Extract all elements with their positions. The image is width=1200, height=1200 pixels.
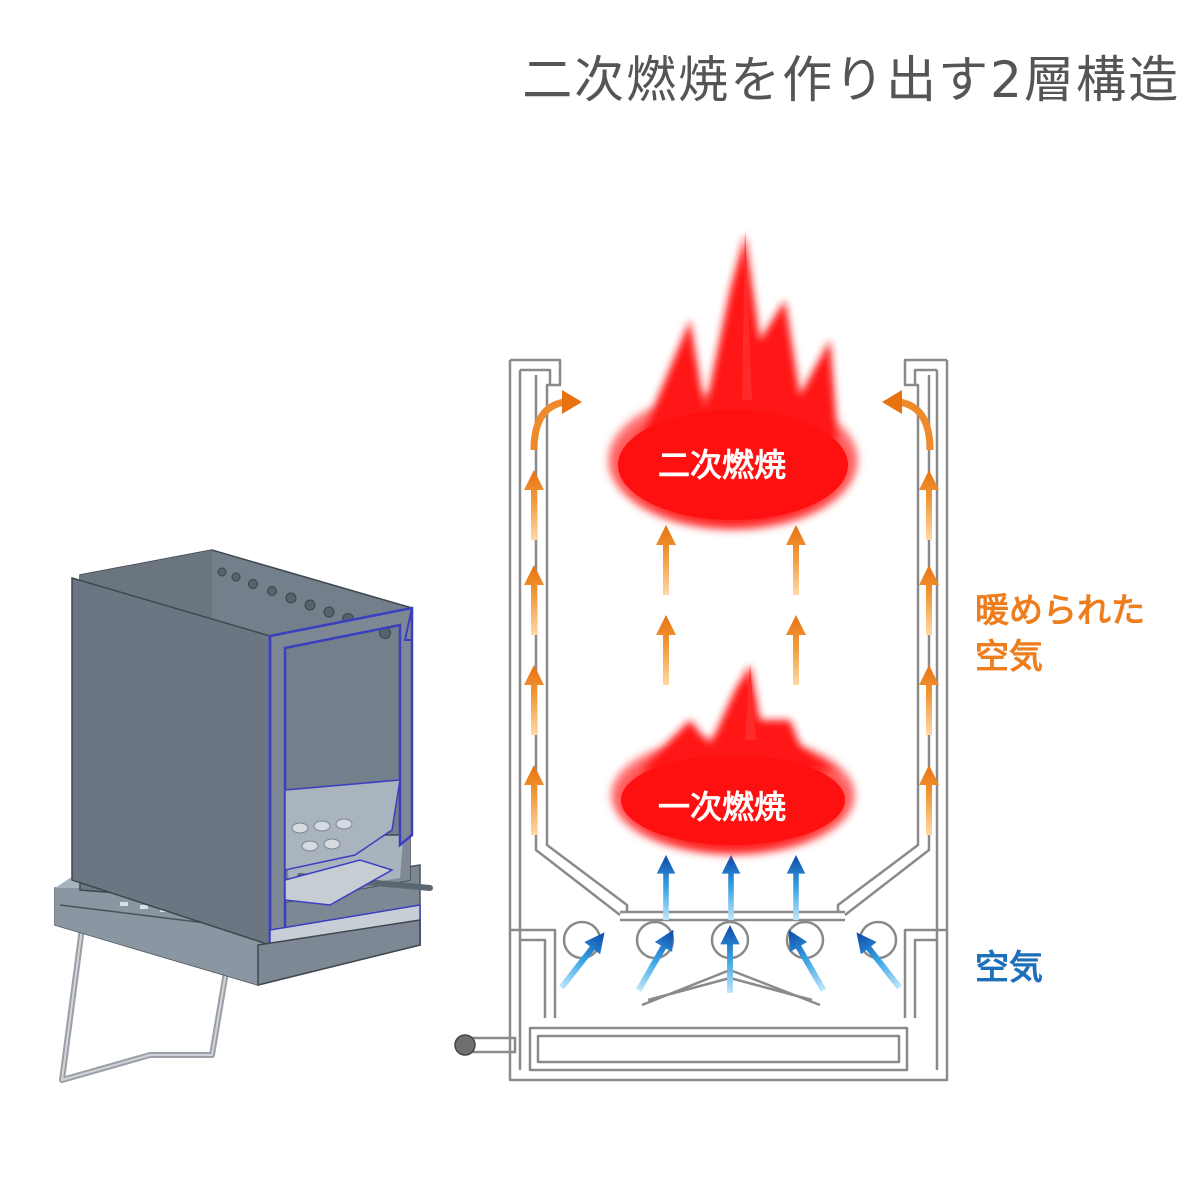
cold-air-arrow-icon: [848, 926, 908, 994]
inner-wall-right: [836, 358, 947, 912]
cold-air-arrows: [656, 855, 806, 993]
page-title: 二次燃焼を作り出す2層構造: [522, 51, 1180, 109]
secondary-combustion-label: 二次燃焼: [658, 446, 787, 484]
primary-combustion-label: 一次燃焼: [658, 788, 787, 826]
warm-air-arrow-icon: [524, 765, 544, 835]
handle: [454, 1034, 517, 1056]
warmed-air-label-line2: 空気: [975, 637, 1043, 677]
cold-air-arrow-icon: [553, 926, 613, 994]
warm-air-arrow-icon: [656, 615, 676, 685]
warmed-air-label: 暖められた 空気: [975, 588, 1145, 680]
cross-section: [508, 358, 949, 1082]
stove-3d-illustration: [54, 549, 433, 1083]
warm-air-arrow-icon: [524, 470, 544, 540]
warmed-air-label-line1: 暖められた: [975, 591, 1145, 631]
warm-air-arrow-icon: [786, 525, 806, 595]
inner-wall-left: [510, 358, 629, 912]
warm-air-arrow-icon: [524, 665, 544, 735]
cold-air-arrow-icon: [786, 855, 806, 920]
warm-air-arrow-icon: [524, 565, 544, 635]
primary-flame-icon: [611, 665, 855, 855]
secondary-flame-icon: [608, 230, 858, 530]
air-label: 空気: [975, 948, 1043, 988]
warm-air-arrow-icon: [786, 615, 806, 685]
outer-wall: [508, 360, 949, 1082]
warm-air-curve-arrows: [530, 390, 934, 451]
cold-air-arrow-icon: [720, 925, 740, 993]
cold-air-arrow-icon: [656, 855, 676, 920]
warm-air-arrow-icon: [656, 525, 676, 595]
cold-air-arrow-icon: [721, 855, 741, 920]
